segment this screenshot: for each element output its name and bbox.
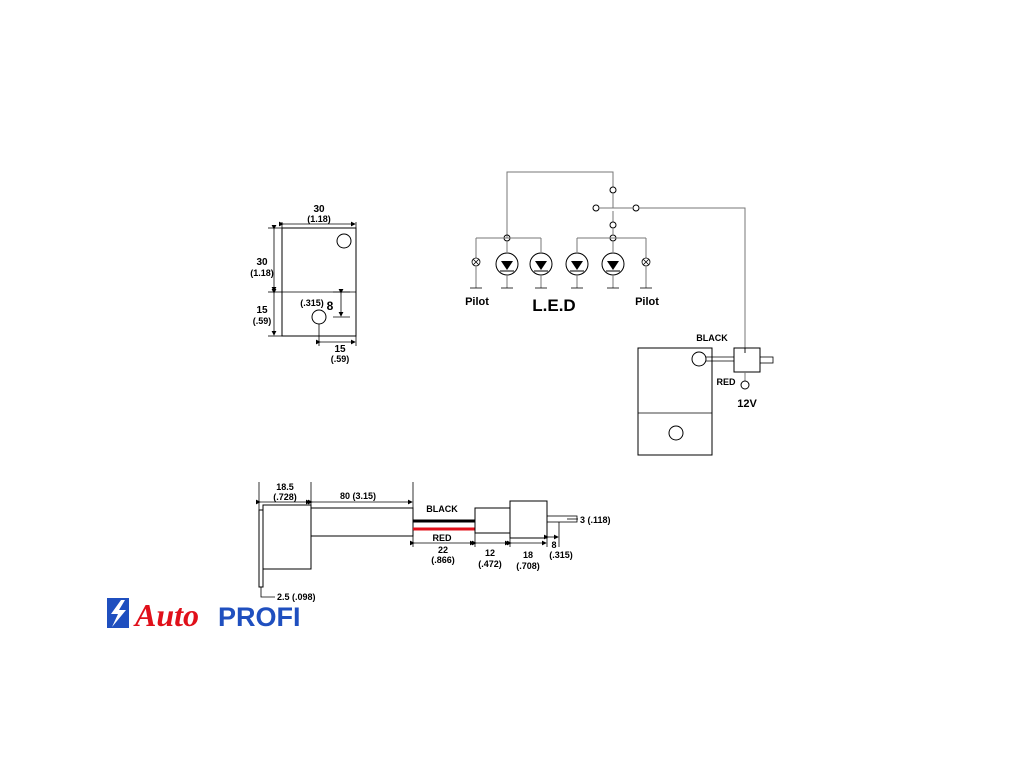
led-diode-4-icon [601, 252, 625, 289]
wiring-diagram: Pilot L.E.D Pilot BLACK RED 12V [465, 171, 774, 456]
pilot-left-label: Pilot [465, 296, 489, 308]
mount-hole-bottom [311, 309, 327, 325]
dim-body-mm: 18.5 [276, 482, 294, 492]
connector-housing [474, 507, 511, 534]
mount-hole-top [336, 233, 352, 249]
dim-height-in: (1.18) [250, 268, 274, 278]
dim-b-in: (.708) [516, 561, 540, 571]
pilot-lamp-left-icon [470, 257, 482, 289]
led-diode-2-icon [529, 252, 553, 289]
side-red-label: RED [432, 533, 452, 543]
dim-b-mm: 18 [523, 550, 533, 560]
dim-lower-in: (.59) [253, 316, 272, 326]
dim-width-in: (1.18) [307, 214, 331, 224]
cable-sleeve [310, 507, 414, 537]
sensor-outline [281, 227, 357, 337]
dim-c-in: (.315) [549, 550, 573, 560]
voltage-label: 12V [737, 398, 757, 410]
dim-bottom-mm: 15 [334, 344, 346, 355]
dim-hole-in: (.315) [300, 298, 324, 308]
pilot-lamp-right-icon [640, 257, 652, 289]
side-dimension-view: 18.5 (.728) 80 (3.15) BLACK RED 22 (.866… [256, 482, 611, 602]
autoprofi-logo: Auto PROFI [107, 597, 301, 633]
dim-hole-mm: 8 [327, 299, 334, 313]
dim-a-mm: 12 [485, 548, 495, 558]
switch-contact-left [592, 204, 600, 212]
led-diode-3-icon [565, 252, 589, 289]
side-black-label: BLACK [426, 504, 458, 514]
red-wire-label: RED [716, 377, 736, 387]
dim-plate: 2.5 (.098) [277, 592, 316, 602]
black-wire-label: BLACK [696, 333, 728, 343]
switch-contact-right [632, 204, 640, 212]
dim-wire-mm: 22 [438, 545, 448, 555]
dim-wire-in: (.866) [431, 555, 455, 565]
dim-a-in: (.472) [478, 559, 502, 569]
dim-pin: 3 (.118) [580, 515, 611, 525]
front-dimension-view: 30 (1.18) 30 (1.18) 15 (.59) (.315) 8 15… [250, 204, 357, 364]
led-label: L.E.D [532, 296, 575, 315]
sensor-body-side [262, 504, 312, 570]
terminal-12v [740, 380, 750, 390]
dim-cable: 80 (3.15) [340, 491, 376, 501]
connector-block [733, 347, 761, 373]
pilot-right-label: Pilot [635, 296, 659, 308]
dim-width-mm: 30 [313, 204, 325, 215]
dim-height-mm: 30 [256, 257, 268, 268]
sensor-box [637, 347, 713, 456]
connector-plug [509, 500, 548, 539]
dim-c-mm: 8 [551, 540, 556, 550]
dim-lower-mm: 15 [256, 305, 268, 316]
logo-profi: PROFI [218, 602, 301, 632]
led-diode-1-icon [495, 252, 519, 289]
mount-plate [258, 509, 264, 588]
dim-bottom-in: (.59) [331, 354, 350, 364]
logo-auto: Auto [133, 597, 199, 633]
dim-body-in: (.728) [273, 492, 297, 502]
